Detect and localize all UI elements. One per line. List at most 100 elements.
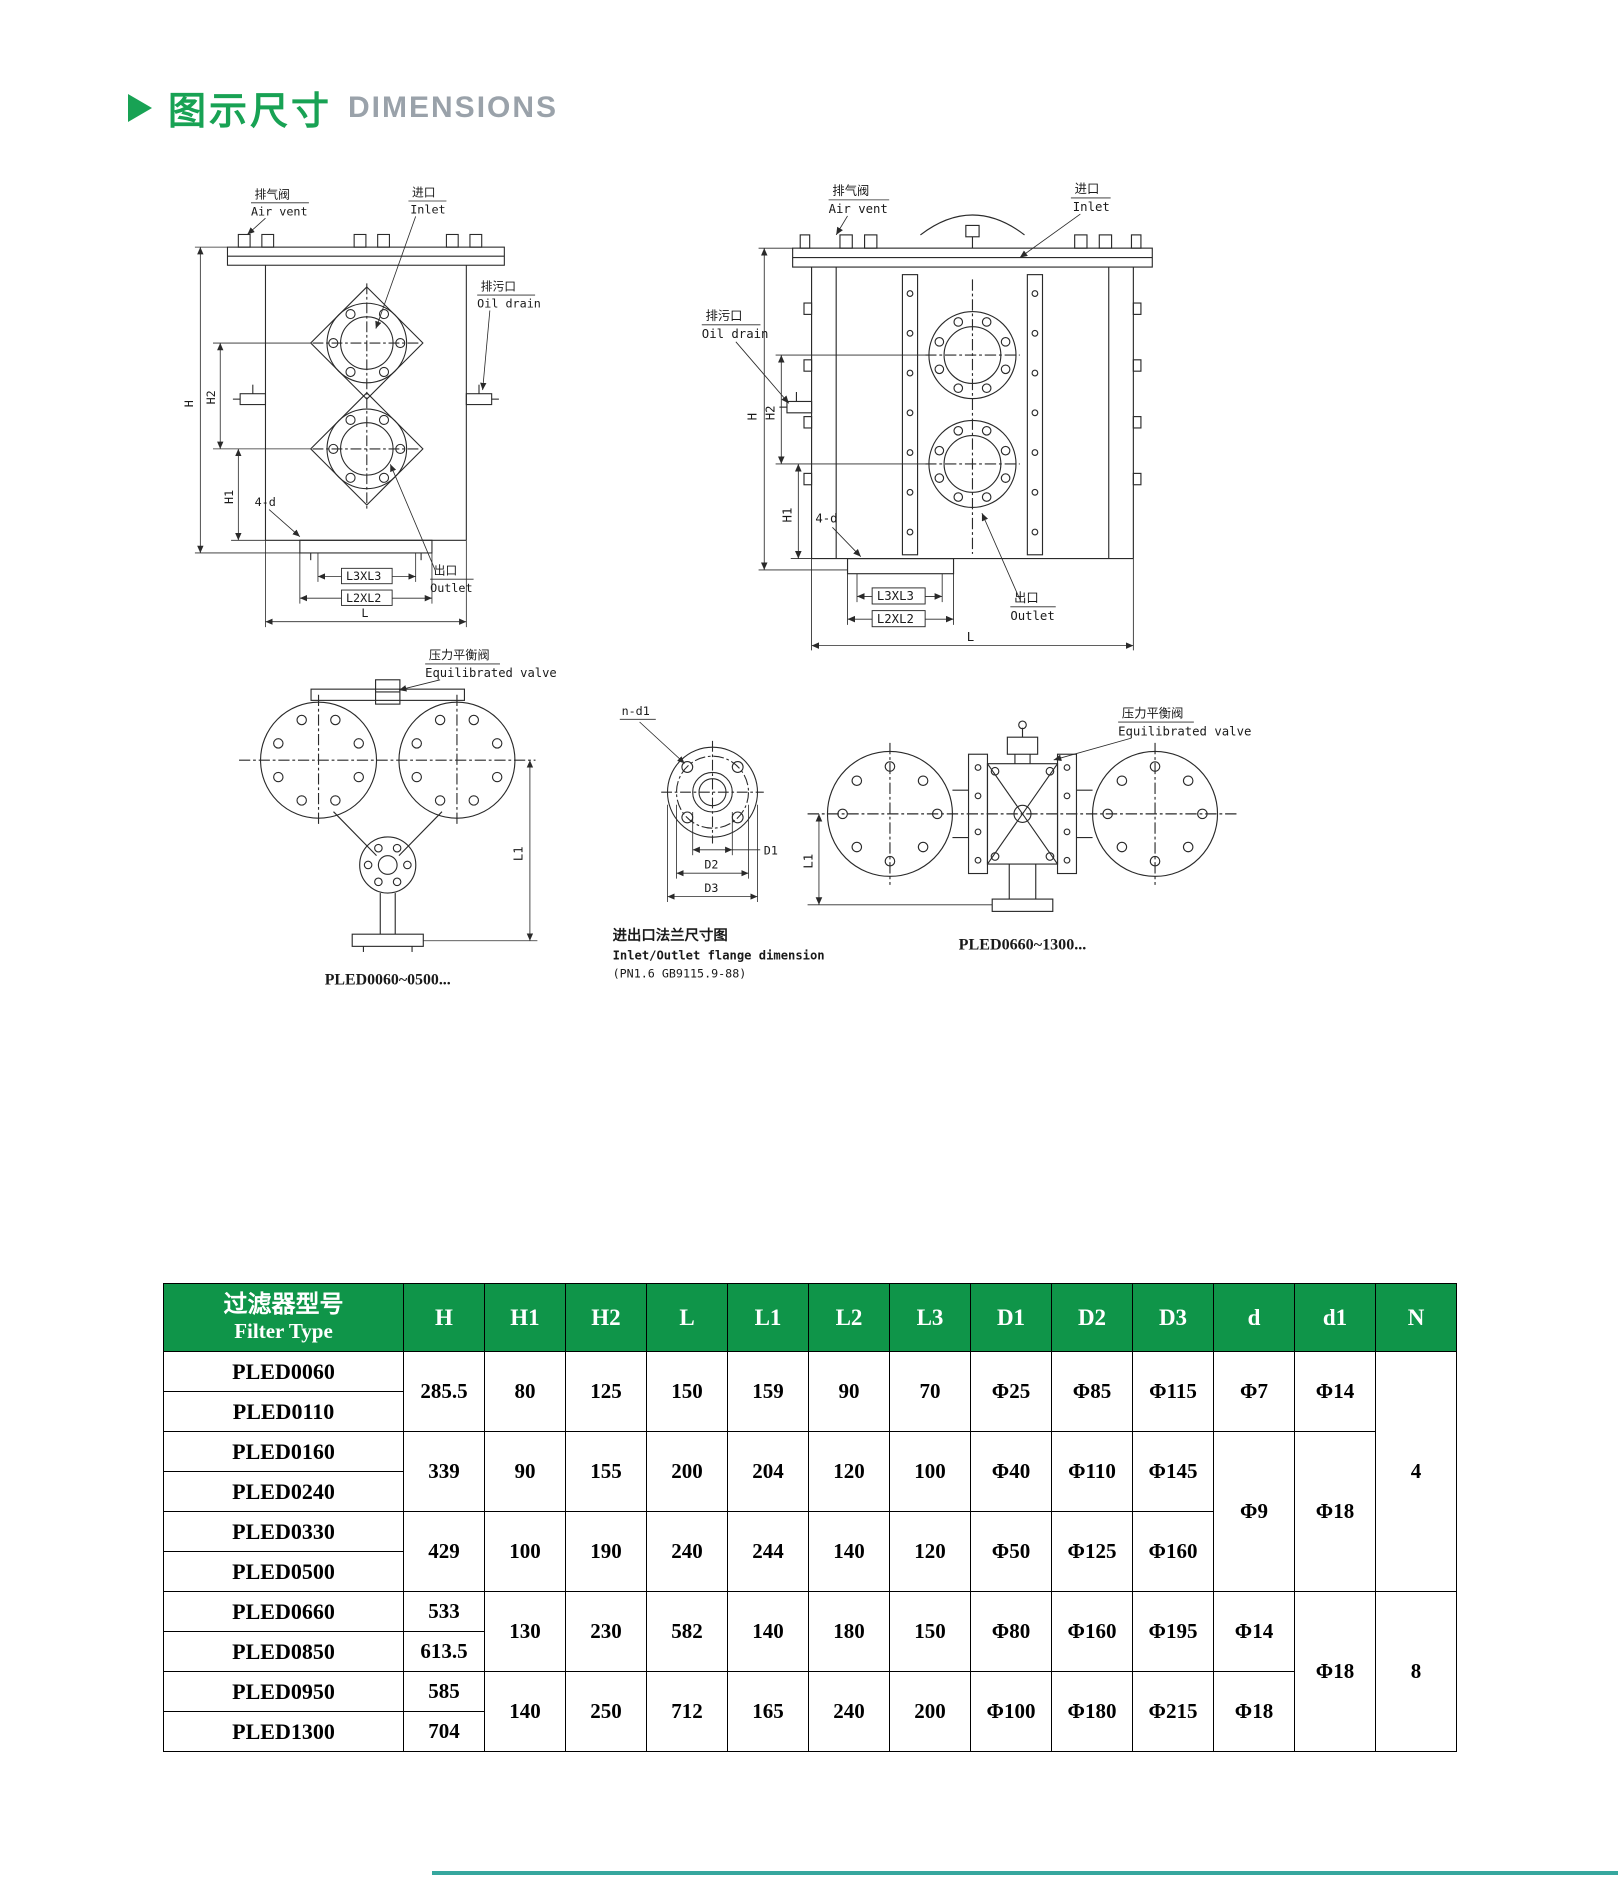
dim-cell: Φ160 <box>1051 1591 1133 1672</box>
dim-label-l: L <box>967 630 974 644</box>
dim-cell: 244 <box>727 1511 809 1592</box>
model-cell: PLED0110 <box>163 1391 404 1432</box>
dim-label-l3xl3: L3XL3 <box>877 589 914 603</box>
dim-cell: Φ180 <box>1051 1671 1133 1752</box>
dimension-lines <box>701 197 1134 651</box>
dim-cell: 180 <box>808 1591 890 1672</box>
dim-cell: 339 <box>403 1431 485 1512</box>
dim-label-d2: D2 <box>704 858 718 872</box>
dim-cell: Φ215 <box>1132 1671 1214 1752</box>
table-row: PLED0500 <box>163 1551 1457 1592</box>
oil-drain-label-cn: 排污口 <box>706 309 743 323</box>
page-title-en: DIMENSIONS <box>348 90 559 124</box>
drawing-front-view-large: 排气阀 Air vent 进口 Inlet 排污口 Oil drain 出口 O… <box>698 180 1228 668</box>
dimension-lines <box>398 663 538 942</box>
top-large-labels: 压力平衡阀 Equilibrated valve L1 PLED0660~130… <box>801 706 1251 953</box>
model-range-caption: PLED0060~0500... <box>325 972 451 989</box>
footer-divider <box>432 1871 1618 1875</box>
header-col: L3 <box>889 1283 971 1352</box>
equilibrated-valve-label-cn: 压力平衡阀 <box>1122 706 1184 720</box>
dim-cell: 200 <box>646 1431 728 1512</box>
model-cell: PLED1300 <box>163 1711 404 1752</box>
drawing-flange-dimension: n-d1 D1 D2 D3 进出口法兰尺寸图 Inlet/Outlet flan… <box>600 695 825 1006</box>
filter-body-outline <box>226 233 505 561</box>
section-header: 图示尺寸 DIMENSIONS <box>128 80 558 135</box>
header-col: L2 <box>808 1283 890 1352</box>
dim-cell: Φ40 <box>970 1431 1052 1512</box>
dim-label-h1: H1 <box>222 490 236 504</box>
air-vent-label-en: Air vent <box>251 204 308 218</box>
model-cell: PLED0660 <box>163 1591 404 1632</box>
dim-cell: Φ14 <box>1294 1351 1376 1432</box>
dim-cell: 190 <box>565 1511 647 1592</box>
dimension-lines <box>194 200 536 628</box>
outlet-label-cn: 出口 <box>434 564 458 578</box>
dim-label-l3xl3: L3XL3 <box>346 569 381 583</box>
dim-cell: 140 <box>808 1511 890 1592</box>
dim-label-h: H <box>182 400 196 407</box>
dim-label-h2: H2 <box>764 405 778 420</box>
model-cell: PLED0060 <box>163 1351 404 1392</box>
air-vent-label-cn: 排气阀 <box>832 183 869 198</box>
dim-cell: 582 <box>646 1591 728 1672</box>
header-filter-type: 过滤器型号 Filter Type <box>163 1283 404 1352</box>
dim-cell: 120 <box>808 1431 890 1512</box>
header-col: D1 <box>970 1283 1052 1352</box>
filter-body-outline <box>779 214 1153 575</box>
header-col: H1 <box>484 1283 566 1352</box>
dim-label-l1: L1 <box>511 846 525 861</box>
dim-label-h2: H2 <box>204 390 218 404</box>
header-col: L <box>646 1283 728 1352</box>
dim-cell: 80 <box>484 1351 566 1432</box>
dim-cell: Φ9 <box>1213 1431 1295 1592</box>
header-col: H2 <box>565 1283 647 1352</box>
drawing-front-view-small: 排气阀 Air vent 进口 Inlet 排污口 Oil drain 出口 O… <box>175 182 555 639</box>
outlet-label-cn: 出口 <box>1014 591 1039 605</box>
dim-cell: 140 <box>727 1591 809 1672</box>
dim-label-l: L <box>361 606 368 620</box>
dim-cell: 613.5 <box>403 1631 485 1672</box>
dim-cell: 130 <box>484 1591 566 1672</box>
model-cell: PLED0330 <box>163 1511 404 1552</box>
dim-cell: Φ160 <box>1132 1511 1214 1592</box>
header-col: D2 <box>1051 1283 1133 1352</box>
model-cell: PLED0950 <box>163 1671 404 1712</box>
header-col: L1 <box>727 1283 809 1352</box>
dim-cell: 200 <box>889 1671 971 1752</box>
dim-cell: 125 <box>565 1351 647 1432</box>
front-small-labels: 排气阀 Air vent 进口 Inlet 排污口 Oil drain 出口 O… <box>182 185 541 620</box>
header-filter-type-en: Filter Type <box>234 1319 333 1344</box>
dim-cell: 165 <box>727 1671 809 1752</box>
dim-cell: Φ125 <box>1051 1511 1133 1592</box>
dim-cell: 70 <box>889 1351 971 1432</box>
dim-cell: Φ80 <box>970 1591 1052 1672</box>
top-view-outline <box>807 720 1238 912</box>
dimensions-table: 过滤器型号 Filter Type H H1 H2 L L1 L2 L3 D1 … <box>163 1283 1457 1752</box>
dim-cell: 155 <box>565 1431 647 1512</box>
dim-label-l2xl2: L2XL2 <box>877 612 914 626</box>
header-col: N <box>1375 1283 1457 1352</box>
dim-label-d3: D3 <box>704 881 718 895</box>
dim-cell: 90 <box>484 1431 566 1512</box>
inlet-label-en: Inlet <box>1073 200 1110 214</box>
dim-cell: 240 <box>646 1511 728 1592</box>
equilibrated-valve-label-en: Equilibrated valve <box>425 666 557 680</box>
dim-cell: 250 <box>565 1671 647 1752</box>
dim-cell: Φ7 <box>1213 1351 1295 1432</box>
dim-cell: Φ110 <box>1051 1431 1133 1512</box>
dim-cell: Φ115 <box>1132 1351 1214 1432</box>
dim-cell: 100 <box>484 1511 566 1592</box>
dim-cell: 240 <box>808 1671 890 1752</box>
table-header-row: 过滤器型号 Filter Type H H1 H2 L L1 L2 L3 D1 … <box>163 1283 1457 1352</box>
dim-cell: 704 <box>403 1711 485 1752</box>
inlet-label-cn: 进口 <box>412 185 436 199</box>
bolt-holes-label: n-d1 <box>622 704 650 718</box>
table-row: PLED0240 <box>163 1471 1457 1512</box>
page-title-cn: 图示尺寸 <box>168 89 333 133</box>
inlet-label-cn: 进口 <box>1075 182 1100 196</box>
air-vent-label-en: Air vent <box>829 202 888 216</box>
model-cell: PLED0160 <box>163 1431 404 1472</box>
model-cell: PLED0240 <box>163 1471 404 1512</box>
dim-label-4d: 4-d <box>815 512 837 526</box>
dim-cell: 429 <box>403 1511 485 1592</box>
